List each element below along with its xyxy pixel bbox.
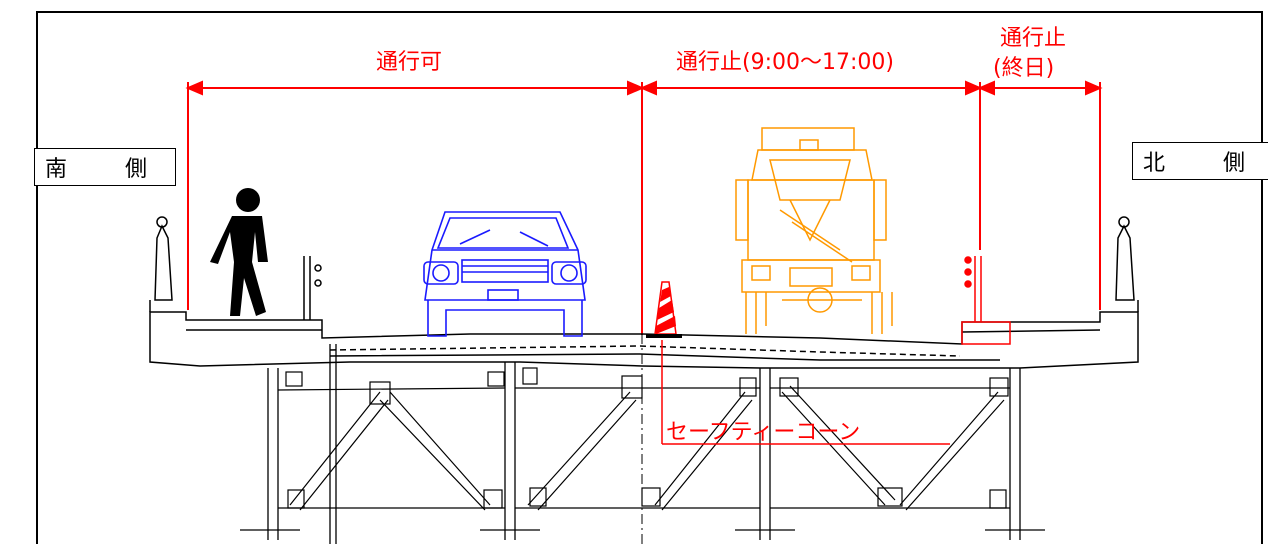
railings xyxy=(149,216,1139,320)
south-side-label: 南 側 xyxy=(34,148,177,186)
dimension-lines xyxy=(185,80,1103,335)
callout-leader xyxy=(661,340,950,445)
zone-label-stop-allday-line1: 通行止 xyxy=(1000,26,1067,51)
zone-label-pass-ok: 通行可 xyxy=(376,50,443,75)
zone-label-stop-daytime: 通行止(9:00〜17:00) xyxy=(676,50,894,75)
safety-cone-icon xyxy=(646,281,682,338)
mixer-truck-icon xyxy=(735,127,893,334)
car-icon xyxy=(423,211,587,337)
steel-girders xyxy=(240,344,1045,544)
north-side-label: 北 側 xyxy=(1132,142,1268,180)
cross-bracing xyxy=(277,367,1010,511)
safety-cone-callout: セーフティーコーン xyxy=(666,420,861,445)
diagram-border xyxy=(36,11,1263,544)
zone-label-stop-allday-line2: (終日) xyxy=(993,56,1055,81)
north-fence xyxy=(961,256,1011,345)
deck-slab xyxy=(149,311,1139,369)
pedestrian-icon xyxy=(210,188,268,316)
